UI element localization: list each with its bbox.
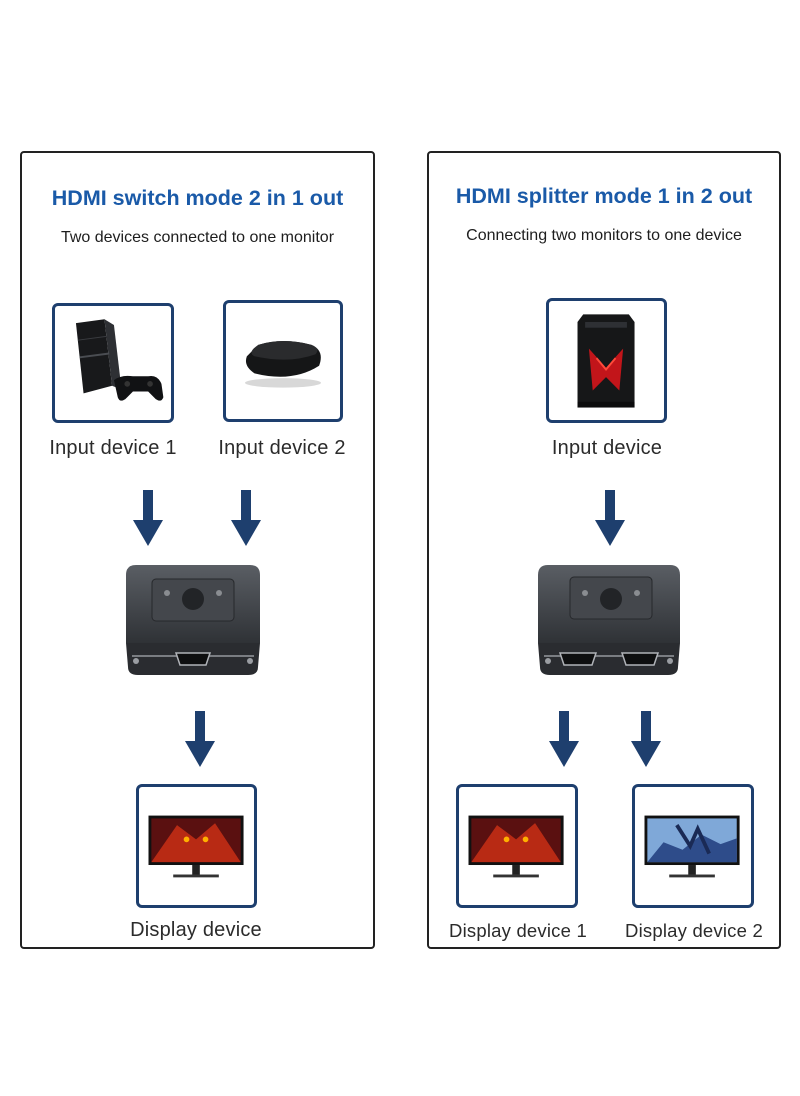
splitter-mode-subtitle: Connecting two monitors to one device (466, 227, 742, 244)
arrow-down-icon (133, 490, 163, 546)
arrow-down-icon (231, 490, 261, 546)
arrow-down-icon (185, 711, 215, 767)
arrow-down-icon (631, 711, 661, 767)
display-device-1-label: Display device 1 (449, 920, 587, 941)
input-device-2-frame (223, 300, 343, 422)
splitter-mode-panel: HDMI splitter mode 1 in 2 out Connecting… (427, 151, 781, 949)
input-device-1-frame (52, 303, 174, 423)
monitor-icon (644, 815, 740, 878)
input-device-1-label: Input device 1 (49, 437, 177, 459)
switch-mode-subtitle: Two devices connected to one monitor (60, 229, 335, 246)
display-device-2-frame (632, 784, 754, 908)
tv-box-icon (245, 341, 321, 388)
arrow-down-icon (595, 490, 625, 546)
input-device-label: Input device (551, 437, 663, 459)
game-console-icon (75, 319, 164, 401)
display-device-frame (136, 784, 257, 908)
monitor-icon (468, 815, 564, 878)
switch-mode-title: HDMI switch mode 2 in 1 out (51, 186, 344, 210)
splitter-mode-title: HDMI splitter mode 1 in 2 out (455, 184, 753, 208)
monitor-icon (148, 815, 244, 878)
hdmi-splitter-icon (538, 565, 680, 675)
input-device-2-label: Input device 2 (218, 437, 346, 459)
input-device-frame (546, 298, 667, 423)
switch-mode-panel: HDMI switch mode 2 in 1 out Two devices … (20, 151, 375, 949)
display-device-2-label: Display device 2 (625, 920, 763, 941)
arrow-down-icon (549, 711, 579, 767)
display-device-1-frame (456, 784, 578, 908)
display-device-label: Display device (130, 919, 262, 941)
pc-tower-icon (577, 314, 635, 408)
hdmi-switch-icon (126, 565, 260, 675)
